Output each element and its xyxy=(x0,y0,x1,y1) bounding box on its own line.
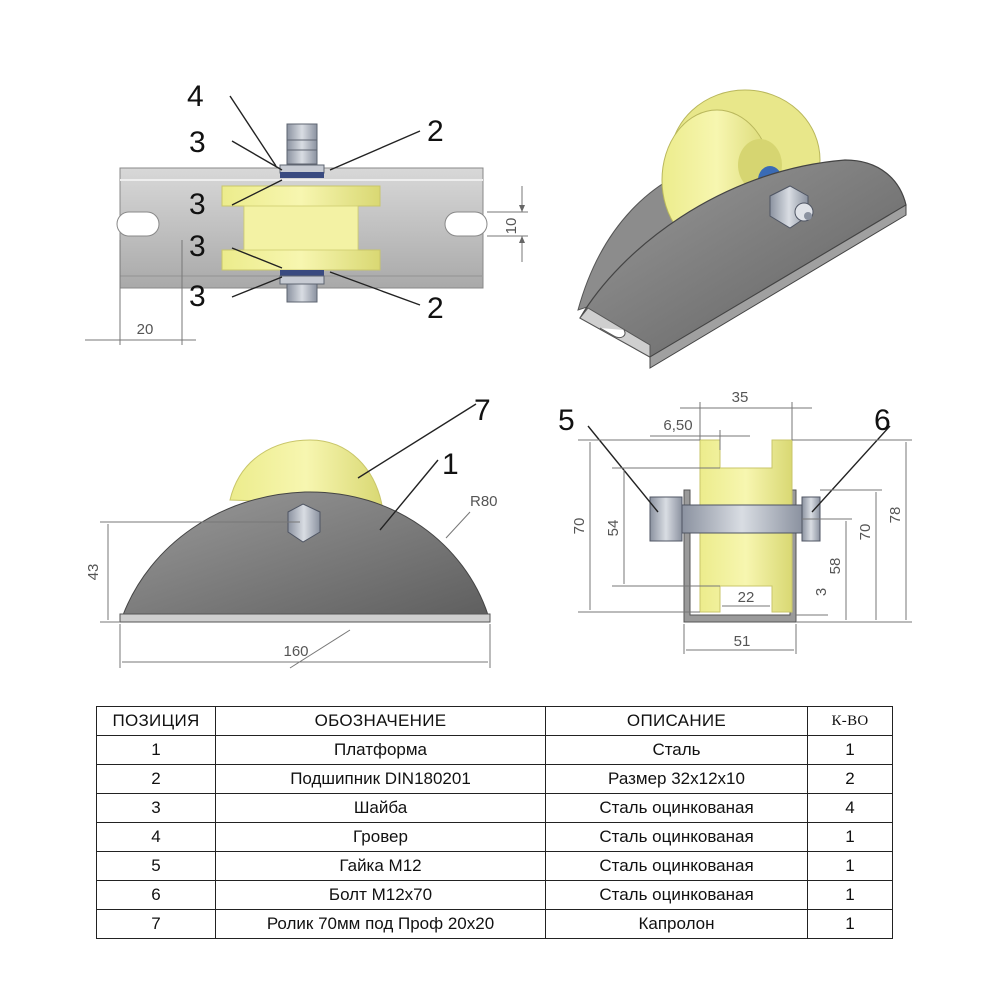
table-row: 6 Болт М12х70 Сталь оцинкованая 1 xyxy=(96,880,893,910)
cell-description: Сталь оцинкованая xyxy=(545,822,808,852)
cell-quantity: 4 xyxy=(807,793,893,823)
cell-description: Сталь оцинкованая xyxy=(545,793,808,823)
front-view: 5 6 35 6,50 70 54 78 70 58 3 22 xyxy=(558,389,912,654)
parts-table: ПОЗИЦИЯ ОБОЗНАЧЕНИЕ ОПИСАНИЕ К-ВО 1 Плат… xyxy=(96,706,893,939)
top-roller xyxy=(221,185,381,271)
dim-6-50: 6,50 xyxy=(663,417,692,434)
cell-position: 2 xyxy=(96,764,216,794)
table-row: 2 Подшипник DIN180201 Размер 32х12х10 2 xyxy=(96,764,893,794)
callout-3: 3 xyxy=(189,280,206,313)
callout-3: 3 xyxy=(189,230,206,263)
dim-3: 3 xyxy=(813,588,830,596)
dim-diam-54: 54 xyxy=(605,520,622,537)
callout-2: 2 xyxy=(427,292,444,325)
dim-51: 51 xyxy=(734,633,751,650)
cell-position: 4 xyxy=(96,822,216,852)
callout-3: 3 xyxy=(189,126,206,159)
cell-position: 7 xyxy=(96,909,216,939)
dim-diam-70: 70 xyxy=(571,518,588,535)
dim-radius: R80 xyxy=(470,493,498,510)
table-row: 1 Платформа Сталь 1 xyxy=(96,735,893,765)
cell-designation: Болт М12х70 xyxy=(215,880,546,910)
cell-description: Капролон xyxy=(545,909,808,939)
isometric-view xyxy=(577,89,907,369)
cell-position: 5 xyxy=(96,851,216,881)
top-view: 4 3 3 3 3 2 2 10 20 xyxy=(85,80,528,345)
cell-description: Размер 32х12х10 xyxy=(545,764,808,794)
col-header-quantity: К-ВО xyxy=(807,706,893,736)
slot-right xyxy=(444,211,488,237)
callout-3: 3 xyxy=(189,188,206,221)
side-roller xyxy=(229,439,383,506)
iso-bolt xyxy=(769,185,814,229)
dim-35: 35 xyxy=(732,389,749,406)
callout-5: 5 xyxy=(558,404,575,437)
dim-22: 22 xyxy=(738,589,755,606)
iso-front-plate xyxy=(579,159,907,358)
callout-2: 2 xyxy=(427,115,444,148)
callout-7: 7 xyxy=(474,394,491,427)
dim-10: 10 xyxy=(503,218,520,235)
callout-6: 6 xyxy=(874,404,891,437)
cell-designation: Платформа xyxy=(215,735,546,765)
callout-4: 4 xyxy=(187,80,204,113)
technical-drawing: 4 3 3 3 3 2 2 10 20 xyxy=(85,80,912,669)
col-header-position: ПОЗИЦИЯ xyxy=(96,706,216,736)
dim-58: 58 xyxy=(827,558,844,575)
cell-designation: Шайба xyxy=(215,793,546,823)
slot-left xyxy=(116,211,160,237)
table-row: 4 Гровер Сталь оцинкованая 1 xyxy=(96,822,893,852)
col-header-designation: ОБОЗНАЧЕНИЕ xyxy=(215,706,546,736)
table-header-row: ПОЗИЦИЯ ОБОЗНАЧЕНИЕ ОПИСАНИЕ К-ВО xyxy=(96,706,893,736)
cell-position: 3 xyxy=(96,793,216,823)
top-bolt xyxy=(279,123,325,303)
table-row: 7 Ролик 70мм под Проф 20х20 Капролон 1 xyxy=(96,909,893,939)
cell-quantity: 1 xyxy=(807,909,893,939)
side-plate xyxy=(122,491,489,616)
table-row: 5 Гайка М12 Сталь оцинкованая 1 xyxy=(96,851,893,881)
cell-position: 1 xyxy=(96,735,216,765)
cell-designation: Подшипник DIN180201 xyxy=(215,764,546,794)
dim-43: 43 xyxy=(85,564,102,581)
cell-quantity: 1 xyxy=(807,880,893,910)
cell-quantity: 1 xyxy=(807,851,893,881)
cell-quantity: 1 xyxy=(807,822,893,852)
cell-position: 6 xyxy=(96,880,216,910)
col-header-description: ОПИСАНИЕ xyxy=(545,706,808,736)
callout-1: 1 xyxy=(442,448,459,481)
cell-quantity: 1 xyxy=(807,735,893,765)
side-view: 7 1 R80 43 160 xyxy=(85,394,498,669)
cell-description: Сталь оцинкованая xyxy=(545,851,808,881)
cell-designation: Гайка М12 xyxy=(215,851,546,881)
cell-description: Сталь оцинкованая xyxy=(545,880,808,910)
dim-70: 70 xyxy=(857,524,874,541)
dim-78: 78 xyxy=(887,507,904,524)
dim-160: 160 xyxy=(283,643,308,660)
cell-designation: Гровер xyxy=(215,822,546,852)
cell-designation: Ролик 70мм под Проф 20х20 xyxy=(215,909,546,939)
cell-quantity: 2 xyxy=(807,764,893,794)
dim-20: 20 xyxy=(137,321,154,338)
table-row: 3 Шайба Сталь оцинкованая 4 xyxy=(96,793,893,823)
side-bolt-head xyxy=(287,503,321,543)
cell-description: Сталь xyxy=(545,735,808,765)
